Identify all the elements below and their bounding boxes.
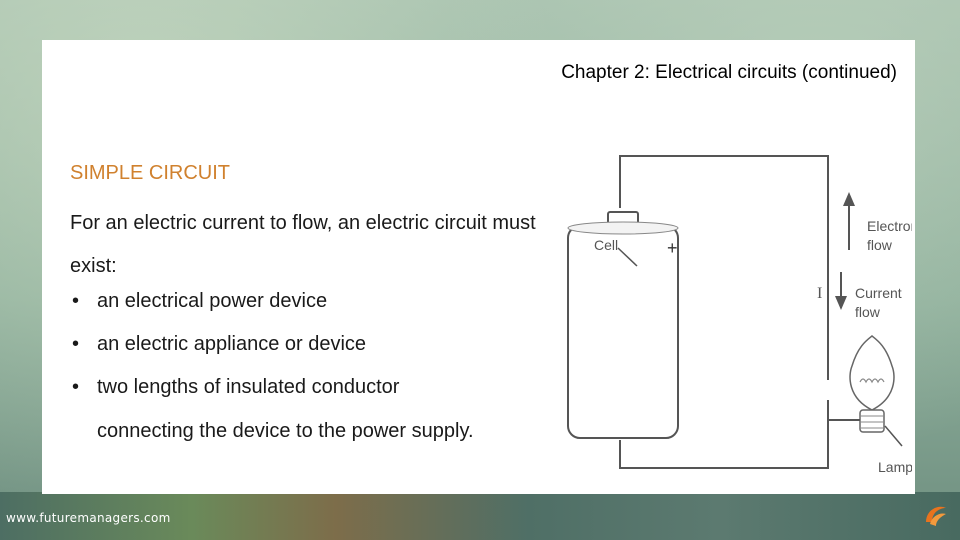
slide-title: Chapter 2: Electrical circuits (continue…	[561, 62, 897, 83]
current-symbol: I	[817, 285, 822, 302]
current-flow-label-2: flow	[855, 304, 881, 320]
current-flow-arrow-icon	[835, 272, 847, 310]
bullet-icon: •	[72, 333, 80, 355]
list-item-text: two lengths of insulated conductor	[97, 376, 400, 398]
list-item-text: an electrical power device	[97, 290, 328, 312]
cell-pointer-line	[617, 247, 638, 267]
simple-circuit-diagram: Cell + − Electron flow I Current flow	[567, 155, 912, 475]
list-item-continuation: connecting the device to the power suppl…	[97, 420, 474, 442]
slide-content-card: Chapter 2: Electrical circuits (continue…	[42, 40, 915, 494]
lamp-bulb-icon	[828, 335, 895, 433]
electron-flow-label-2: flow	[867, 237, 893, 253]
bullet-icon: •	[72, 290, 80, 312]
list-item: • an electric appliance or device	[70, 323, 570, 366]
lamp-pointer-line	[884, 425, 903, 447]
intro-text: For an electric current to flow, an elec…	[70, 212, 536, 277]
circuit-wire	[619, 155, 829, 469]
cell-label: Cell	[594, 237, 618, 253]
electron-flow-arrow-icon	[843, 192, 855, 250]
list-item: • an electrical power device	[70, 280, 570, 323]
lamp-label: Lamp	[878, 459, 912, 475]
current-flow-label: Current	[855, 285, 902, 301]
list-item: • two lengths of insulated conductor	[70, 366, 570, 409]
footer-website-link: www.futuremanagers.com	[6, 511, 171, 525]
bullet-icon: •	[72, 376, 80, 398]
future-managers-logo-icon	[926, 506, 946, 526]
section-heading: SIMPLE CIRCUIT	[70, 162, 231, 184]
positive-terminal-label: +	[667, 238, 678, 258]
requirements-list: • an electrical power device • an electric…	[70, 280, 570, 409]
cell-battery-icon	[567, 211, 679, 439]
electron-flow-label: Electron	[867, 218, 912, 234]
list-item-text: an electric appliance or device	[97, 333, 367, 355]
circuit-board-strip	[0, 492, 960, 540]
